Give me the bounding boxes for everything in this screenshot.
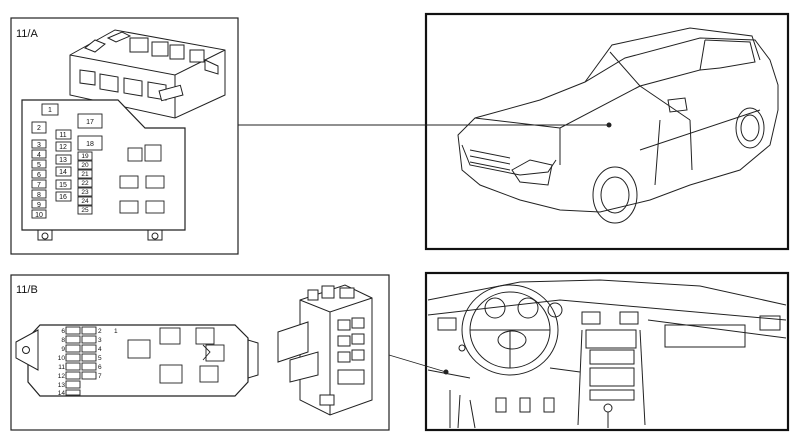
fuse-column-right-11b — [81, 326, 97, 380]
fuse-label: 21 — [81, 171, 89, 178]
frame-car — [424, 12, 790, 251]
fuse-label: 2 — [98, 328, 102, 335]
fuse-label: 11 — [58, 364, 65, 371]
fuse-label: 20 — [81, 162, 89, 169]
car-illustration — [457, 27, 779, 224]
frame-11a — [10, 17, 239, 255]
panel-label-11b: 11/B — [16, 284, 38, 296]
frame-11b — [10, 274, 390, 431]
panel-label-11a: 11/A — [16, 28, 38, 40]
fuse-label: 10 — [35, 212, 43, 219]
fuse-column-1-11a — [31, 103, 59, 219]
fuse-label: 8 — [61, 337, 65, 344]
fuse-labels-col1-11a: 1 2 3 4 5 6 7 8 9 10 — [35, 107, 52, 219]
fuse-label: 24 — [81, 198, 89, 205]
fuse-box-3d-11b — [277, 284, 373, 416]
fuse-label: 12 — [59, 144, 67, 151]
relay-label: 18 — [86, 141, 94, 148]
fuse-label: 7 — [98, 373, 102, 380]
callout-line-11b — [388, 354, 447, 373]
fuse-label: 4 — [37, 152, 41, 159]
fuse-label: 6 — [61, 328, 65, 335]
fuse-label: 13 — [59, 157, 67, 164]
fuse-label: 6 — [37, 172, 41, 179]
fuse-labels-col2-11a: 11 12 13 14 15 16 — [59, 132, 67, 201]
fuse-column-2-11a — [55, 129, 72, 202]
fuse-label: 23 — [81, 189, 89, 196]
fuse-label: 2 — [37, 125, 41, 132]
fuse-label: 9 — [37, 202, 41, 209]
relay-label: 17 — [86, 119, 94, 126]
fuse-label: 25 — [81, 207, 89, 214]
fuse-column-3-11a — [77, 151, 93, 215]
fuse-label: 5 — [37, 162, 41, 169]
relay-sockets-11b — [127, 327, 225, 384]
dashboard-illustration — [427, 279, 787, 429]
fuse-label: 22 — [81, 180, 89, 187]
fuse-label: 10 — [58, 355, 66, 362]
fuse-label: 6 — [98, 364, 102, 371]
fuse-label: 12 — [58, 373, 66, 380]
fuse-label: 1 — [48, 107, 52, 114]
relays-11a — [77, 113, 103, 151]
fuse-label: 14 — [58, 390, 66, 397]
fuse-column-left-11b — [65, 326, 81, 396]
fuse-label: 9 — [61, 346, 65, 353]
frame-dashboard — [424, 271, 790, 432]
fuse-box-3d-11a — [69, 29, 226, 119]
fuse-label: 15 — [59, 182, 67, 189]
fuse-label: 7 — [37, 182, 41, 189]
fuse-label: 3 — [98, 337, 102, 344]
fuse-label: 14 — [59, 169, 67, 176]
relay-sockets-11a — [119, 144, 165, 214]
fuse-labels-col3-11a: 19 20 21 22 23 24 25 — [81, 153, 89, 214]
fuse-label: 8 — [37, 192, 41, 199]
fuse-label: 11 — [59, 132, 66, 139]
fuse-label: 16 — [59, 194, 67, 201]
fuse-label: 1 — [114, 328, 118, 335]
fuse-label: 4 — [98, 346, 102, 353]
fuse-label: 3 — [37, 142, 41, 149]
fuse-label: 5 — [98, 355, 102, 362]
fuse-label: 13 — [58, 382, 66, 389]
fuse-label: 19 — [81, 153, 89, 160]
